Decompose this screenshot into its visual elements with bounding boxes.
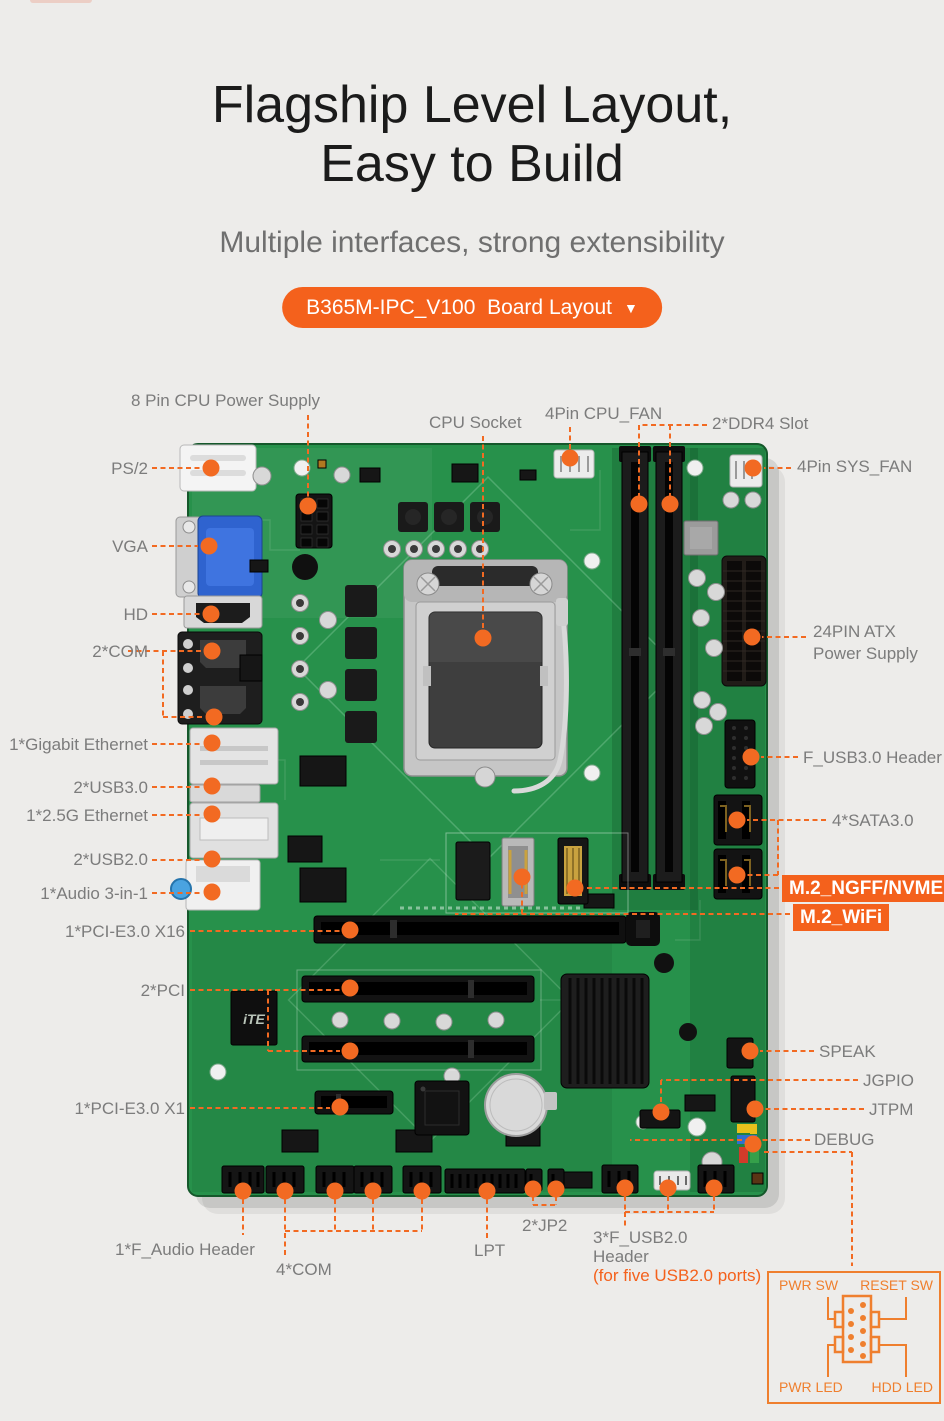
- label-gigabit: 1*Gigabit Ethernet: [9, 735, 148, 754]
- label-jgpio: JGPIO: [863, 1071, 915, 1090]
- bottom-headers: [221, 1164, 735, 1194]
- label-eth25g: 1*2.5G Ethernet: [26, 806, 148, 825]
- label-cpu-power: 8 Pin CPU Power Supply: [131, 391, 320, 410]
- board-layout-dropdown[interactable]: B365M-IPC_V100 Board Layout ▼: [282, 287, 662, 328]
- corner-logo-sliver: [30, 0, 92, 3]
- leader-dots: [200, 449, 764, 1200]
- label-audio: 1*Audio 3-in-1: [40, 884, 148, 903]
- label-speak: SPEAK: [819, 1042, 876, 1061]
- label-f-usb2: 3*F_USB2.0 Header (for five USB2.0 ports…: [593, 1228, 761, 1285]
- ite-chip-marking: iTE: [243, 1011, 265, 1027]
- label-sys-fan: 4Pin SYS_FAN: [797, 457, 913, 476]
- pcie-x1-slot: [314, 1090, 394, 1115]
- pch-chip: [683, 520, 719, 556]
- usb3-ports: [189, 784, 261, 803]
- cpu-socket: [403, 559, 569, 794]
- label-ddr4: 2*DDR4 Slot: [712, 414, 809, 433]
- label-reset-sw: RESET SW: [860, 1277, 933, 1293]
- label-f-usb3: F_USB3.0 Header: [803, 748, 942, 767]
- label-pwr-led: PWR LED: [779, 1379, 843, 1395]
- hdmi-port: [183, 595, 263, 629]
- label-f-audio: 1*F_Audio Header: [115, 1240, 255, 1259]
- label-com2: 2*COM: [92, 642, 148, 661]
- label-debug: DEBUG: [814, 1130, 875, 1149]
- ethernet-2-5g-port: [189, 802, 279, 859]
- gigabit-ethernet-port: [189, 727, 279, 785]
- leader-lines: [128, 415, 864, 1266]
- vga-port: [175, 515, 263, 599]
- misc-ics: [239, 459, 764, 1189]
- label-ps2: PS/2: [111, 459, 148, 478]
- pci-slots: [296, 969, 542, 1071]
- label-hd: HD: [123, 605, 148, 624]
- io-ports: [170, 444, 279, 911]
- label-atx-line2: Power Supply: [813, 644, 918, 663]
- label-usb2: 2*USB2.0: [73, 850, 148, 869]
- label-jtpm: JTPM: [869, 1100, 914, 1119]
- label-pcie-x16: 1*PCI-E3.0 X16: [64, 922, 185, 941]
- title-line-1: Flagship Level Layout,: [211, 76, 733, 134]
- page-subtitle: Multiple interfaces, strong extensibilit…: [219, 226, 725, 259]
- label-pwr-sw: PWR SW: [779, 1277, 839, 1293]
- cmos-battery: [484, 1073, 557, 1137]
- title-line-2: Easy to Build: [320, 135, 624, 193]
- chipset-heatsink: [560, 973, 650, 1089]
- label-f-usb2-note: (for five USB2.0 ports): [593, 1266, 762, 1285]
- label-atx-line1: 24PIN ATX: [813, 622, 896, 641]
- label-lpt: LPT: [474, 1241, 506, 1260]
- bios-chip: [414, 1080, 470, 1136]
- label-m2-nvme: M.2_NGFF/NVME: [782, 875, 944, 902]
- label-atx: 24PIN ATX Power Supply: [813, 621, 918, 665]
- page-title: Flagship Level Layout, Easy to Build: [0, 76, 944, 194]
- label-cpu-socket: CPU Socket: [429, 413, 522, 432]
- chevron-down-icon: ▼: [624, 299, 638, 316]
- label-sata: 4*SATA3.0: [832, 811, 914, 830]
- label-f-usb2-line1: 3*F_USB2.0: [593, 1228, 688, 1247]
- label-pcie-x1: 1*PCI-E3.0 X1: [74, 1099, 185, 1118]
- label-hdd-led: HDD LED: [871, 1379, 933, 1395]
- label-com4: 4*COM: [276, 1260, 332, 1279]
- label-f-usb2-line2: Header: [593, 1247, 649, 1266]
- label-pci: 2*PCI: [140, 981, 185, 1000]
- label-usb3: 2*USB3.0: [73, 778, 148, 797]
- label-vga: VGA: [112, 537, 148, 556]
- label-jp2: 2*JP2: [522, 1216, 568, 1235]
- vrm-components: [252, 466, 762, 1173]
- board-layout-dropdown-label: B365M-IPC_V100 Board Layout: [306, 295, 612, 319]
- ite-super-io-chip: iTE: [230, 990, 278, 1046]
- label-m2-wifi: M.2_WiFi: [793, 904, 890, 931]
- label-cpu-fan: 4Pin CPU_FAN: [545, 404, 663, 423]
- pcie-x16-slot: [313, 906, 660, 946]
- front-panel-pin-icon: [827, 1294, 907, 1377]
- f-usb3-header: [724, 719, 756, 789]
- ddr4-slots: [619, 446, 685, 890]
- atx-24pin-connector: [721, 555, 767, 687]
- front-panel-legend-box: [767, 1271, 941, 1404]
